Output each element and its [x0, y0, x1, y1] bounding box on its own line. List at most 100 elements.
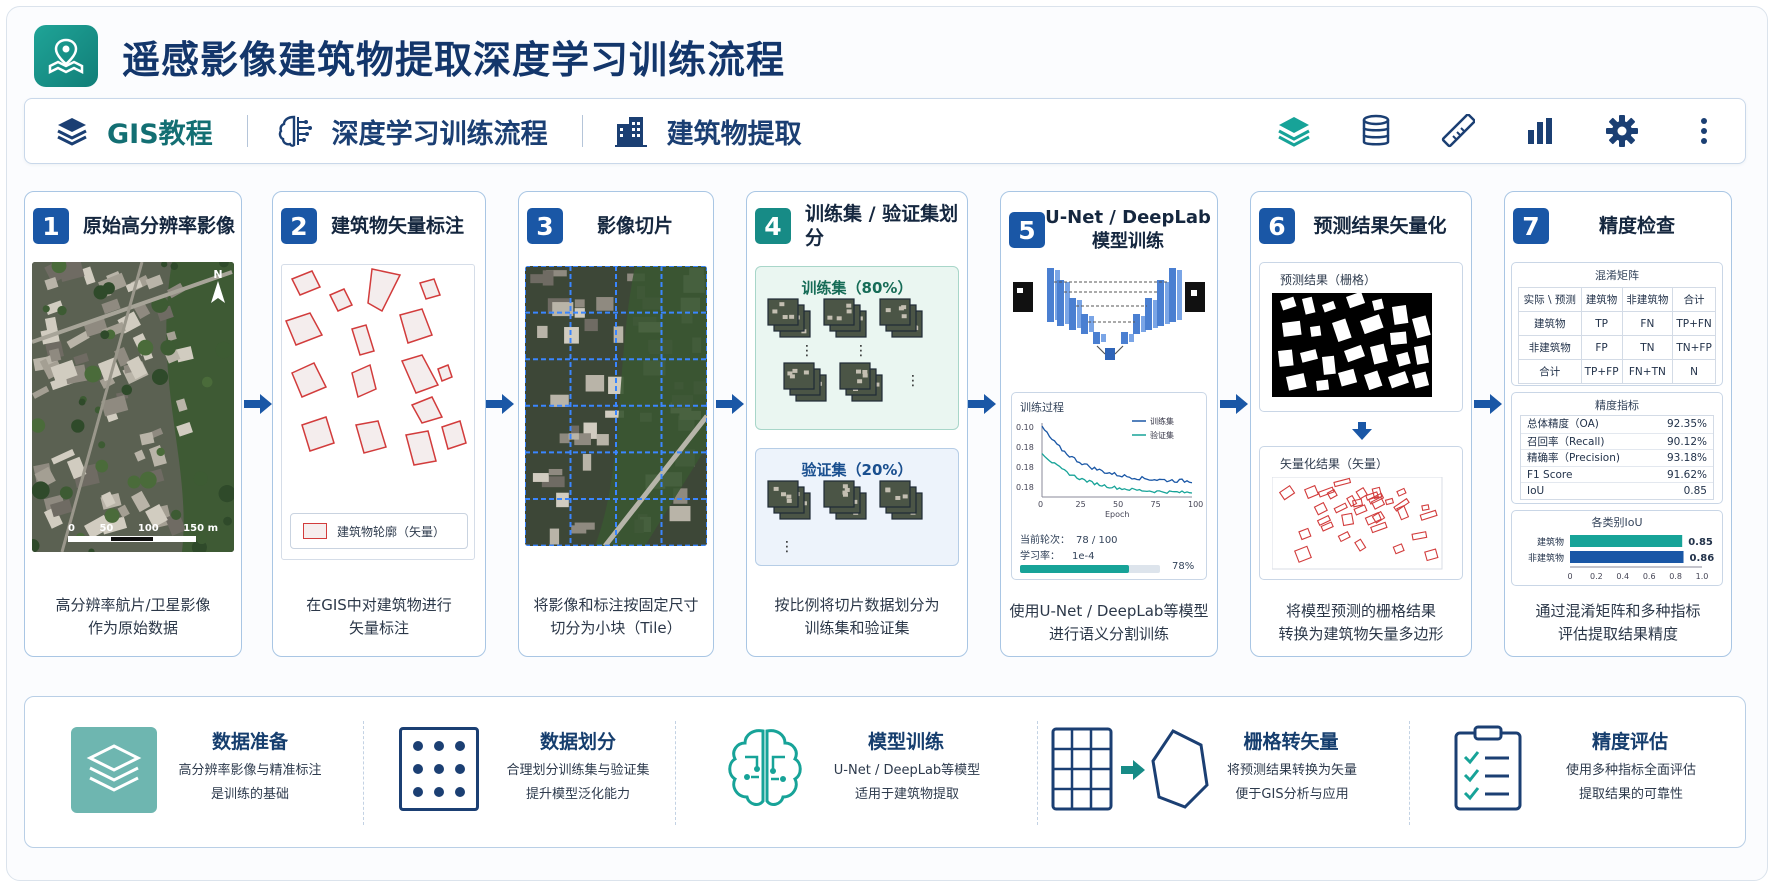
divider	[1409, 721, 1410, 825]
step-header: 3 影像切片	[527, 206, 707, 246]
flow-arrow	[244, 394, 272, 414]
tile-thumbnail	[783, 362, 815, 390]
y-tick-label: 0.18	[1016, 443, 1034, 452]
decoder-block	[1157, 280, 1164, 326]
metric-row: 召回率（Recall)90.12%	[1521, 432, 1713, 450]
tree-canopy	[121, 384, 133, 396]
step-title: 建筑物矢量标注	[331, 215, 465, 237]
tile-thumbnail	[839, 362, 871, 390]
metric-row: 总体精度（OA)92.35%	[1521, 416, 1713, 433]
statistics-button[interactable]	[1499, 99, 1581, 163]
building-polygon	[399, 308, 433, 344]
encoder-block	[1065, 282, 1070, 324]
tree-canopy	[88, 548, 95, 552]
step-title: 预测结果矢量化	[1313, 215, 1447, 237]
vector-building	[1354, 538, 1367, 552]
decoder-block	[1133, 314, 1140, 334]
raster-building	[1280, 296, 1297, 311]
vector-building	[1326, 488, 1338, 500]
vector-building	[1371, 486, 1383, 500]
building-roof	[134, 449, 146, 462]
tree-canopy	[160, 340, 176, 356]
x-tick-label: 0.4	[1616, 572, 1629, 581]
metric-label: IoU	[1527, 485, 1545, 497]
park-area	[166, 262, 234, 552]
step-number: 6	[1259, 208, 1295, 244]
feature-title: 数据准备	[211, 731, 288, 753]
step-title: 精度检查	[1598, 215, 1675, 237]
lr-value: 1e-4	[1072, 551, 1095, 562]
tree-canopy	[95, 459, 109, 473]
building-roof	[101, 395, 129, 417]
raster-building	[1310, 325, 1322, 337]
progress-fill	[1020, 565, 1130, 573]
nav-label: GIS教程	[107, 118, 213, 150]
legend-label-train: 训练集	[1150, 416, 1174, 426]
building-roof	[608, 376, 624, 395]
nav-item-building-extraction[interactable]: 建筑物提取	[583, 99, 836, 163]
measure-button[interactable]	[1417, 99, 1499, 163]
tile-thumbnail	[879, 480, 911, 508]
nav-item-training-flow[interactable]: 深度学习训练流程	[248, 99, 582, 163]
database-button[interactable]	[1335, 99, 1417, 163]
iou-bar	[1570, 551, 1684, 563]
decoder-block	[1165, 282, 1170, 324]
building-roof	[574, 433, 591, 446]
ellipsis-mark: ⋮	[906, 373, 920, 389]
building-roof	[585, 375, 605, 392]
vector-building	[1419, 509, 1438, 521]
vector-building	[1316, 514, 1332, 527]
building-roof	[81, 266, 96, 285]
vector-building	[1370, 496, 1386, 510]
x-axis-label: Epoch	[1105, 510, 1130, 519]
checklist-icon	[1454, 725, 1522, 811]
feature-summary-panel: 数据准备 高分辨率影像与精准标注 是训练的基础 数据划分 合理划分训练集与验证集…	[24, 696, 1746, 848]
north-arrow: N	[208, 268, 228, 306]
table-cell: 非建筑物	[1621, 287, 1674, 312]
step-description: 使用U-Net / DeepLab等模型 进行语义分割训练	[1001, 600, 1217, 646]
building-roof	[117, 504, 130, 518]
raster-building	[1392, 305, 1409, 325]
settings-button[interactable]	[1581, 99, 1663, 163]
building-roof	[101, 298, 121, 315]
building-roof	[101, 491, 116, 508]
flow-link	[1096, 345, 1124, 355]
step-header: 2 建筑物矢量标注	[281, 206, 479, 246]
building-roof	[139, 431, 155, 446]
val-set-label: 验证集（20%）	[801, 461, 913, 479]
north-arrow-icon	[211, 281, 225, 303]
output-building	[1191, 290, 1197, 296]
feature-accuracy: 精度评估 使用多种指标全面评估 提取结果的可靠性	[1409, 697, 1745, 849]
raster-building	[1302, 296, 1316, 315]
building-polygon	[355, 420, 387, 454]
step-number: 2	[281, 208, 317, 244]
step-header: 4 训练集 / 验证集划分	[755, 203, 961, 249]
building-polygon	[284, 312, 324, 346]
flow-arrow	[716, 394, 744, 414]
building-roof	[550, 394, 569, 407]
training-title: 训练过程	[1020, 401, 1064, 414]
vector-building	[1392, 543, 1405, 555]
vector-building	[1364, 511, 1382, 526]
decoder-block	[1153, 300, 1158, 328]
nav-item-gis-tutorial[interactable]: GIS教程	[25, 99, 247, 163]
flow-arrow	[486, 394, 514, 414]
step-description: 高分辨率航片/卫星影像 作为原始数据	[25, 594, 241, 640]
building-roof	[176, 422, 193, 437]
aerial-image: N 0 50 100 150 m	[32, 262, 234, 552]
train-tiles: ⋮⋮⋮	[767, 298, 923, 402]
step-card-6: 6 预测结果矢量化 预测结果（栅格） 矢量化结果（矢量） 将模型预测的栅格结果 …	[1250, 191, 1472, 657]
more-vertical-icon	[1701, 118, 1707, 144]
metric-row: 精确率（Precision)93.18%	[1521, 449, 1713, 466]
more-button[interactable]	[1663, 99, 1745, 163]
scale-tick: 50	[99, 523, 114, 534]
decoder-block	[1169, 268, 1176, 322]
feature-desc: 合理划分训练集与验证集 提升模型泛化能力	[489, 759, 667, 807]
tile-thumbnail	[879, 298, 911, 326]
table-cell: FP	[1580, 335, 1623, 360]
building-polygon	[400, 354, 440, 394]
layers-button[interactable]	[1253, 99, 1335, 163]
step-title: 影像切片	[596, 215, 673, 237]
